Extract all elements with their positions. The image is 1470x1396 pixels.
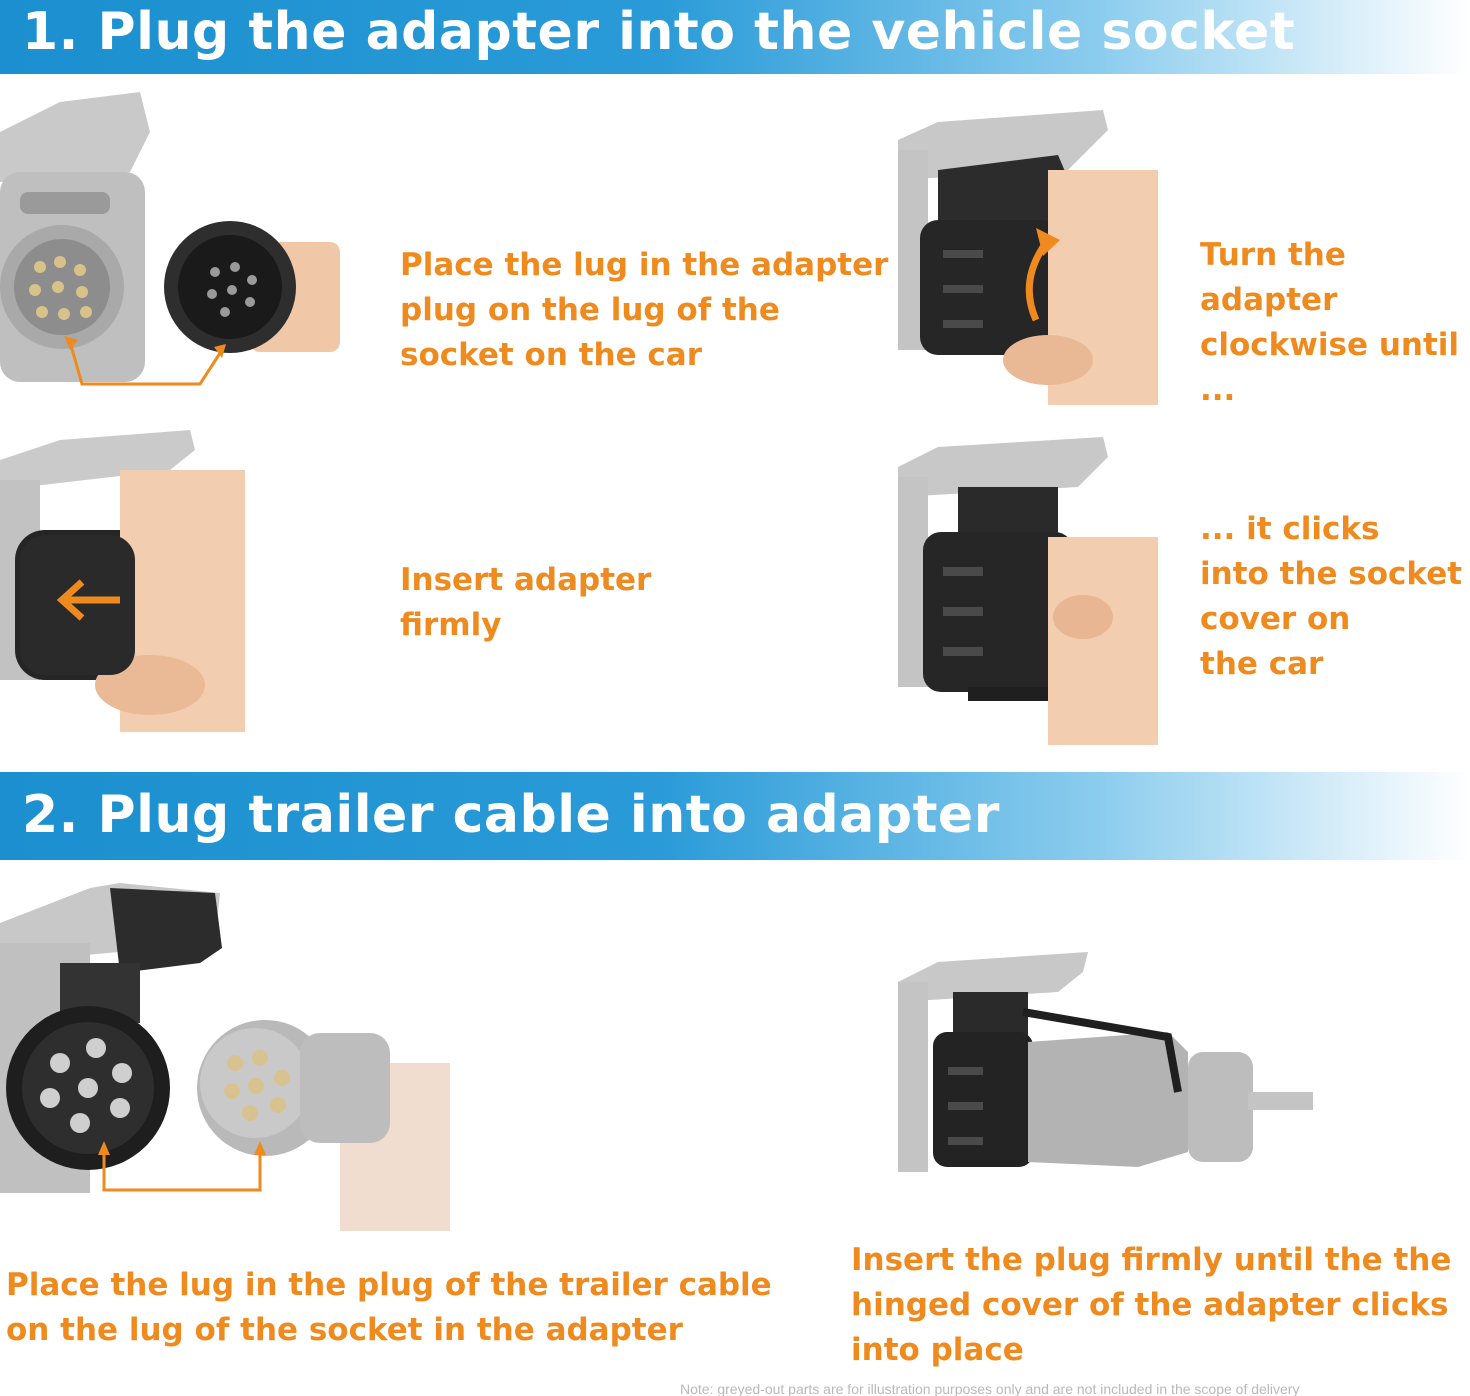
photo-adapter-clicks <box>898 437 1158 745</box>
step-2-caption: Turn the adapter clockwise until ... <box>1200 237 1460 408</box>
step-4-caption: ... it clicks into the socket cover on t… <box>1200 511 1463 682</box>
disclaimer-note: Note: greyed-out parts are for illustrat… <box>680 1381 1300 1396</box>
section-2-heading: 2. Plug trailer cable into adapter <box>22 785 1000 845</box>
section-1-banner: 1. Plug the adapter into the vehicle soc… <box>0 0 1470 74</box>
step-1-caption: Place the lug in the adapter plug on the… <box>400 247 889 373</box>
step-3-caption: Insert adapter firmly <box>400 562 652 643</box>
photo-socket-and-trailer-plug <box>0 883 450 1231</box>
section-2-banner: 2. Plug trailer cable into adapter <box>0 772 1470 860</box>
photo-plug-inserted <box>898 952 1313 1172</box>
photo-socket-and-adapter <box>0 92 340 432</box>
step-6-caption: Insert the plug firmly until the the hin… <box>851 1242 1452 1368</box>
section-1-heading: 1. Plug the adapter into the vehicle soc… <box>22 2 1296 62</box>
photo-insert-adapter <box>0 430 245 732</box>
step-5-caption: Place the lug in the plug of the trailer… <box>6 1267 772 1348</box>
photo-turn-adapter <box>898 110 1158 405</box>
